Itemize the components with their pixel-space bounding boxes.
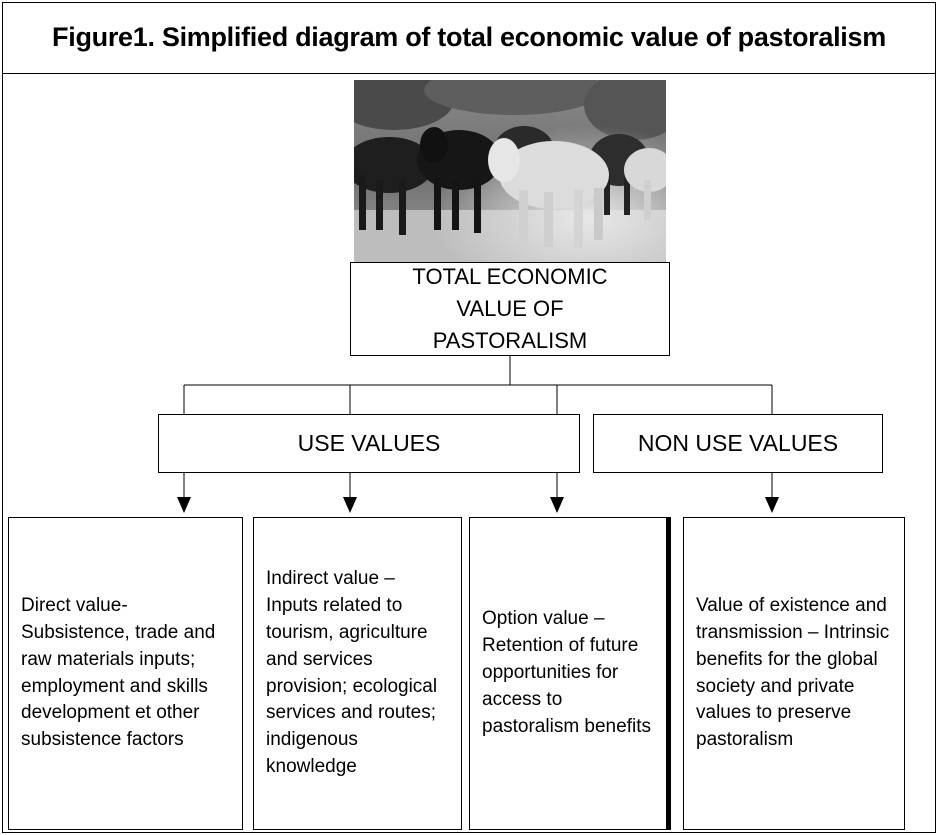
direct-value-node: Direct value- Subsistence, trade and raw… <box>8 517 243 830</box>
indirect-value-text: Indirect value – Inputs related to touri… <box>266 567 438 778</box>
arrow-down-icon <box>177 497 191 513</box>
cattle-photo <box>354 80 666 263</box>
indirect-value-node: Indirect value – Inputs related to touri… <box>253 517 462 830</box>
arrow-down-icon <box>343 497 357 513</box>
arrow-down-icon <box>765 497 779 513</box>
existence-value-node: Value of existence and transmission – In… <box>683 517 905 830</box>
root-node: TOTAL ECONOMIC VALUE OF PASTORALISM <box>350 262 670 356</box>
use-values-node: USE VALUES <box>158 414 580 473</box>
figure-title: Figure1. Simplified diagram of total eco… <box>52 22 886 52</box>
existence-value-text: Value of existence and transmission – In… <box>696 594 890 751</box>
direct-value-text: Direct value- Subsistence, trade and raw… <box>21 594 216 751</box>
non-use-values-node: NON USE VALUES <box>593 414 883 473</box>
root-node-label: TOTAL ECONOMIC VALUE OF PASTORALISM <box>412 264 608 353</box>
option-value-node: Option value – Retention of future oppor… <box>469 517 667 830</box>
arrow-down-icon <box>550 497 564 513</box>
title-bar: Figure1. Simplified diagram of total eco… <box>2 2 936 74</box>
use-values-label: USE VALUES <box>297 430 441 456</box>
option-value-text: Option value – Retention of future oppor… <box>482 608 651 737</box>
non-use-values-label: NON USE VALUES <box>637 430 839 456</box>
